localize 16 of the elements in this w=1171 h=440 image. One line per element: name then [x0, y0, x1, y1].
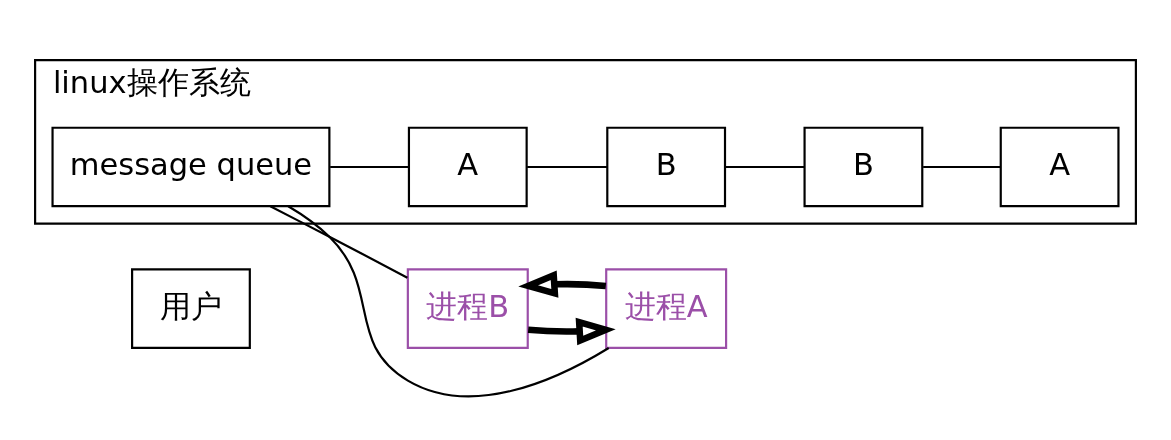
node-box: A: [999, 126, 1120, 208]
node-box: 用户: [131, 268, 251, 349]
connector: [527, 165, 608, 169]
node-box: 进程A: [605, 268, 728, 349]
connector: [269, 205, 408, 279]
connector: [923, 165, 1001, 169]
node-box: 进程B: [406, 268, 529, 349]
connector: [330, 165, 409, 169]
arrow: [518, 270, 607, 298]
connector: [287, 205, 610, 398]
node-box: message queue: [51, 126, 331, 208]
arrow: [527, 317, 616, 346]
node-box: B: [606, 126, 727, 208]
connector: [725, 165, 805, 169]
node-box: A: [407, 126, 528, 208]
node-box: B: [803, 126, 924, 208]
